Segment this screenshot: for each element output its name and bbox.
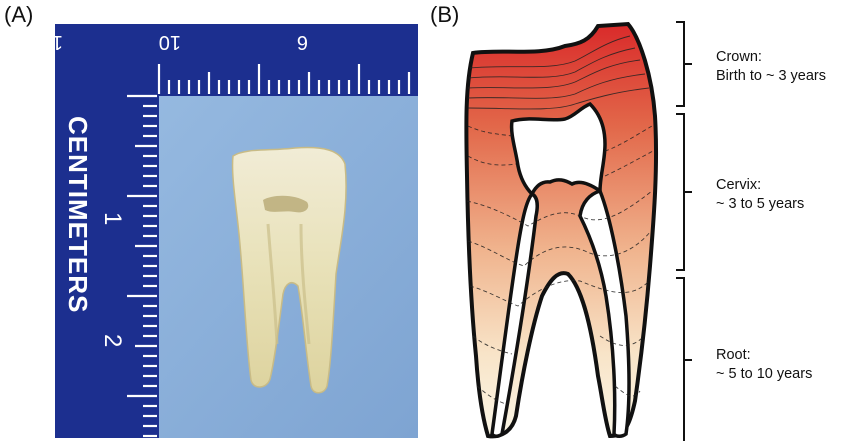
panel-a-label: (A) [4,2,33,28]
ruler-mark-1: 1 [99,212,126,225]
tooth-photograph: CENTIMETERS 1 2 1 10 6 [55,24,418,438]
ruler-top-mark-10: 10 [159,31,181,53]
stage-cervix: Cervix: ~ 3 to 5 years [716,176,804,214]
ruler-top-mark-1: 1 [55,31,63,53]
ruler-mark-2: 2 [99,334,126,347]
stage-age: ~ 5 to 10 years [716,365,812,384]
tooth-development-diagram [440,16,700,441]
crown-bracket [676,22,692,106]
stage-brackets [672,18,702,441]
stage-name: Cervix: [716,176,804,195]
stage-name: Root: [716,346,812,365]
ruler-unit-label: CENTIMETERS [63,116,93,313]
stage-root: Root: ~ 5 to 10 years [716,346,812,384]
cervix-bracket [676,114,692,270]
root-bracket [676,278,692,441]
ruler-top-mark-9: 6 [297,31,308,53]
stage-crown: Crown: Birth to ~ 3 years [716,48,826,86]
stage-name: Crown: [716,48,826,67]
stage-age: ~ 3 to 5 years [716,195,804,214]
stage-age: Birth to ~ 3 years [716,67,826,86]
